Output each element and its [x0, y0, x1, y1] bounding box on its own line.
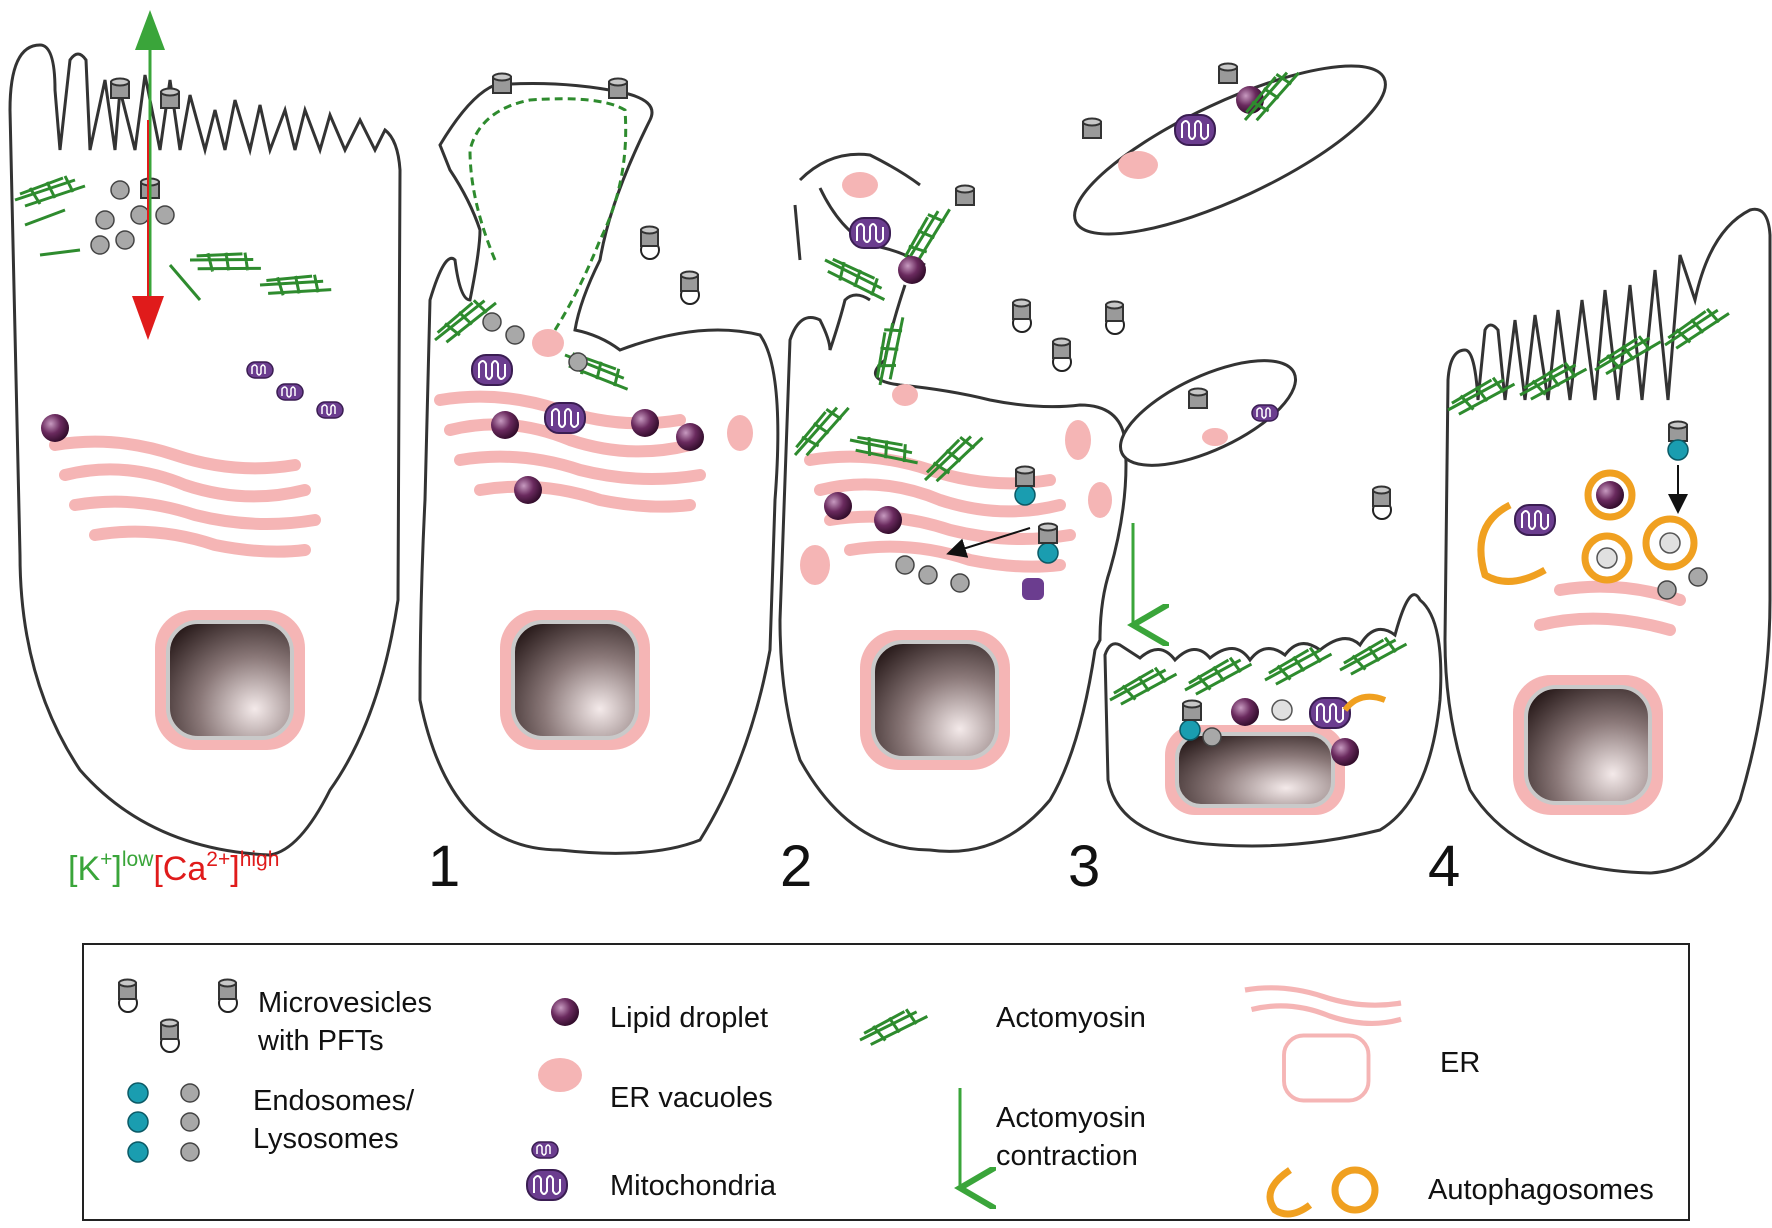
- detached-bleb-top: [1073, 62, 1387, 236]
- cell-3-pfts: [955, 184, 975, 206]
- k-label: [K+]low: [68, 848, 154, 888]
- legend-mitochondria-label: Mitochondria: [610, 1170, 777, 1202]
- legend-lipid-droplet-label: Lipid droplet: [610, 1002, 768, 1034]
- legend-actomyosin-contraction-line1: Actomyosin: [996, 1102, 1146, 1134]
- cell-4-autophagosomes: [1477, 469, 1698, 585]
- cell-3-arrow: [946, 527, 1031, 558]
- legend-er-label: ER: [1440, 1047, 1481, 1079]
- ca-label: [Ca2+]high: [153, 848, 280, 888]
- cell-3: [778, 152, 1128, 853]
- cell-4-nucleus: [1511, 673, 1665, 817]
- ion-concentration-label: [K+]low[Ca2+]high: [68, 848, 280, 889]
- legend-er-vacuoles-label: ER vacuoles: [610, 1082, 773, 1114]
- legend-endosomes-line2: Lysosomes: [253, 1122, 399, 1155]
- k-charge: +: [100, 848, 113, 871]
- legend-endosomes-line1: Endosomes/: [253, 1085, 415, 1117]
- ca-charge: 2+: [206, 848, 231, 871]
- panel-number-4: 4: [1428, 834, 1461, 899]
- cell-2-nucleus: [498, 608, 652, 752]
- cell-3-nucleus: [858, 628, 1012, 772]
- legend-actomyosin-contraction-line2: contraction: [996, 1139, 1138, 1172]
- cell-contracted-nucleus: [1165, 725, 1345, 815]
- panel-number-1: 1: [428, 834, 461, 899]
- ca-level: high: [239, 848, 280, 871]
- cell-1-actomyosin: [13, 174, 336, 311]
- cell-1: [8, 10, 402, 857]
- cell-1-nucleus: [153, 608, 307, 752]
- k-close: ]: [112, 850, 122, 888]
- cell-2: [418, 72, 780, 855]
- detached-bleb-middle: [1118, 359, 1298, 467]
- panel-number-3: 3: [1068, 834, 1101, 899]
- ca-base: [Ca: [153, 850, 207, 888]
- legend-microvesicles-label: Microvesicles with PFTs: [258, 985, 432, 1060]
- ca-close: ]: [230, 850, 240, 888]
- legend-actomyosin-label: Actomyosin: [996, 1002, 1146, 1034]
- ion-flux-arrows: [132, 10, 165, 340]
- legend-actomyosin-contraction-label: Actomyosin contraction: [996, 1100, 1146, 1175]
- legend-box: [82, 943, 1690, 1221]
- panel-number-2: 2: [780, 834, 813, 899]
- cell-3-mitochondria: [849, 217, 891, 249]
- cell-3-er-vacuoles: [800, 172, 1112, 585]
- cell-2-er-vacuoles: [532, 329, 753, 451]
- legend-autophagosomes-label: Autophagosomes: [1428, 1174, 1654, 1206]
- k-level: low: [121, 848, 154, 871]
- legend-microvesicles-line2: with PFTs: [258, 1024, 384, 1057]
- cell-contracted: [1103, 523, 1443, 848]
- k-base: [K: [68, 850, 101, 888]
- legend-microvesicles-line1: Microvesicles: [258, 987, 433, 1019]
- legend-endosomes-label: Endosomes/ Lysosomes: [253, 1083, 414, 1158]
- cell-1-lipid-droplet: [41, 414, 69, 442]
- legend-icons: [118, 978, 1402, 1218]
- cell-4: [1442, 207, 1772, 875]
